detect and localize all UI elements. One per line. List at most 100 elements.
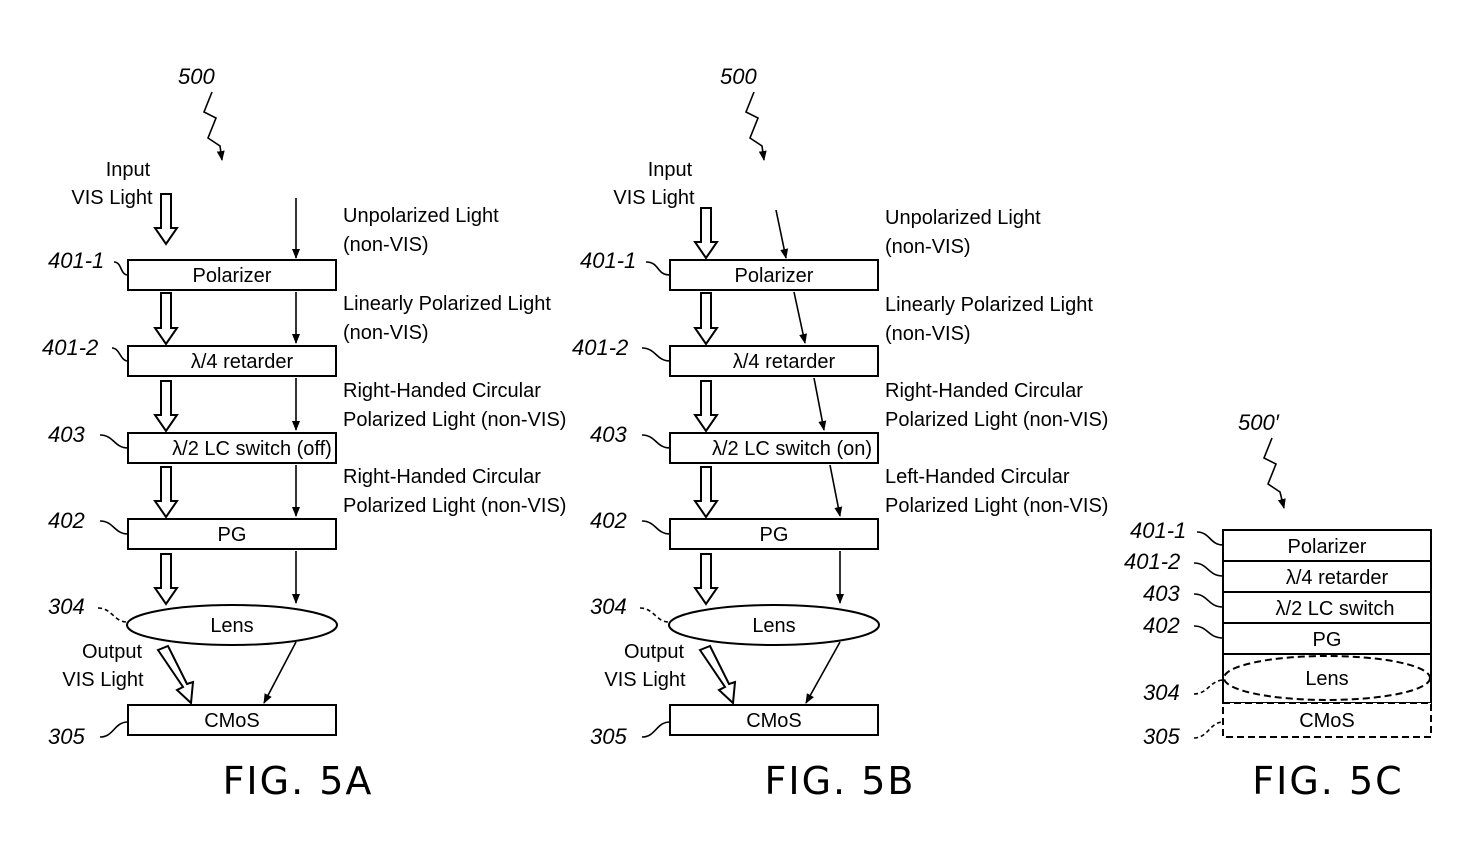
fig-c-ref-number: 500′ [1238, 410, 1280, 435]
fig-b-input-label-1: Input [648, 159, 693, 181]
fig-a-annotation-2-line-2: (non-VIS) [343, 322, 429, 344]
fig-b-vis-arrow-output [698, 644, 737, 706]
fig-b-cmos-box [669, 704, 879, 736]
fig-a-lens-shape [126, 604, 338, 646]
fig-a-leader-cmos [99, 721, 129, 738]
fig-a-annotation-1-line-1: Unpolarized Light [343, 205, 499, 227]
fig-a-vis-arrow-4 [153, 466, 179, 519]
fig-a-ref-lc-switch: 403 [48, 422, 85, 447]
fig-a-annotation-4-line-1: Right-Handed Circular [343, 466, 541, 488]
fig-a-output-label-1: Output [82, 641, 142, 663]
fig-b-polarizer-box [669, 259, 879, 291]
fig-c-cmos-box [1222, 702, 1432, 738]
fig-b-lens-label: Lens [752, 615, 795, 637]
fig-b-retarder-box [669, 345, 879, 377]
fig-b-leader-lens [639, 607, 670, 623]
fig-a-annotation-1-line-2: (non-VIS) [343, 234, 429, 256]
fig-a-retarder-label: λ/4 retarder [191, 351, 294, 373]
fig-a-pg-box [127, 518, 337, 550]
fig-b-cmos-label: CMoS [746, 710, 802, 732]
fig-b-ref-number: 500 [720, 64, 757, 89]
fig-b-nonvis-arrow-6 [805, 641, 841, 704]
fig-a-annotation-3-line-2: Polarized Light (non-VIS) [343, 409, 566, 431]
fig-a-vis-arrow-3 [153, 380, 179, 433]
figure-5c: 500′ Polarizer λ/4 retarder λ/2 LC switc… [1124, 410, 1432, 803]
fig-b-leader-pg [641, 520, 671, 535]
fig-a-lc-switch-label: λ/2 LC switch (off) [172, 438, 332, 460]
fig-c-ref-cmos: 305 [1143, 724, 1180, 749]
fig-a-nonvis-arrow-6 [263, 641, 297, 704]
fig-b-ref-polarizer: 401-1 [580, 248, 636, 273]
fig-c-cmos-label: CMoS [1299, 710, 1355, 732]
fig-b-nonvis-arrow-4 [829, 464, 843, 517]
fig-b-ref-cmos: 305 [590, 724, 627, 749]
fig-a-ref-number: 500 [178, 64, 215, 89]
fig-a-ref-retarder: 401-2 [42, 335, 98, 360]
fig-b-ref-lc-switch: 403 [590, 422, 627, 447]
fig-b-output-label-2: VIS Light [604, 669, 686, 691]
fig-b-vis-arrow-3 [693, 380, 719, 433]
fig-b-annotation-2-line-2: (non-VIS) [885, 323, 971, 345]
fig-c-polarizer-label: Polarizer [1288, 536, 1367, 558]
fig-c-leader-lc-switch [1193, 593, 1224, 608]
fig-a-leader-pg [99, 520, 129, 535]
fig-b-leader-retarder [641, 347, 671, 362]
fig-a-cmos-label: CMoS [204, 710, 260, 732]
fig-a-ref-polarizer: 401-1 [48, 248, 104, 273]
fig-a-polarizer-label: Polarizer [193, 265, 272, 287]
fig-b-input-label-2: VIS Light [613, 187, 695, 209]
fig-a-vis-arrow-5 [153, 553, 179, 606]
fig-c-lens-shape [1223, 655, 1431, 701]
fig-b-lc-switch-box [669, 432, 879, 464]
fig-a-leader-lens [97, 607, 128, 623]
fig-b-lens-shape [668, 604, 880, 646]
fig-a-vis-arrow-1 [153, 193, 179, 246]
fig-b-ref-pg: 402 [590, 508, 627, 533]
fig-b-ref-retarder: 401-2 [572, 335, 628, 360]
fig-a-annotation-2-line-1: Linearly Polarized Light [343, 293, 551, 315]
fig-b-retarder-label: λ/4 retarder [733, 351, 836, 373]
figure-5a: 500 Input VIS Light Unpolarized Light (n… [42, 64, 566, 803]
fig-b-ref-lens: 304 [590, 594, 627, 619]
fig-b-polarizer-label: Polarizer [735, 265, 814, 287]
fig-b-vis-arrow-5 [693, 553, 719, 606]
fig-b-leader-polarizer [645, 261, 671, 276]
fig-a-ref-pointer [202, 91, 225, 161]
fig-b-annotation-1-line-2: (non-VIS) [885, 236, 971, 258]
fig-a-leader-lc-switch [99, 434, 129, 449]
fig-a-annotation-3-line-1: Right-Handed Circular [343, 380, 541, 402]
fig-b-ref-pointer [744, 91, 767, 161]
fig-a-lens-label: Lens [210, 615, 253, 637]
fig-b-caption: FIG. 5B [765, 759, 916, 803]
fig-c-pg-label: PG [1313, 629, 1342, 651]
fig-a-lc-switch-box [127, 432, 337, 464]
fig-a-caption: FIG. 5A [223, 759, 374, 803]
fig-c-lens-label: Lens [1305, 668, 1348, 690]
fig-b-annotation-4-line-1: Left-Handed Circular [885, 466, 1070, 488]
fig-c-leader-pg [1193, 625, 1224, 639]
fig-a-leader-retarder [111, 347, 129, 362]
fig-b-vis-arrow-1 [693, 207, 719, 260]
fig-a-polarizer-box [127, 259, 337, 291]
fig-b-nonvis-arrow-2 [793, 291, 808, 344]
fig-c-leader-polarizer [1196, 531, 1224, 546]
fig-b-vis-arrow-2 [693, 292, 719, 346]
fig-b-annotation-4-line-2: Polarized Light (non-VIS) [885, 495, 1108, 517]
fig-a-ref-lens: 304 [48, 594, 85, 619]
fig-a-input-label-1: Input [106, 159, 151, 181]
fig-a-vis-arrow-output [156, 644, 195, 706]
fig-c-caption: FIG. 5C [1252, 759, 1403, 803]
fig-b-vis-arrow-4 [693, 466, 719, 519]
fig-b-annotation-1-line-1: Unpolarized Light [885, 207, 1041, 229]
fig-b-nonvis-arrow-3 [813, 377, 827, 431]
fig-c-leader-cmos [1193, 721, 1224, 739]
fig-a-input-label-2: VIS Light [71, 187, 153, 209]
fig-b-pg-label: PG [760, 524, 789, 546]
fig-b-leader-lc-switch [641, 434, 671, 449]
fig-b-nonvis-arrow-1 [775, 209, 789, 259]
fig-b-output-label-1: Output [624, 641, 684, 663]
fig-c-ref-polarizer: 401-1 [1130, 518, 1186, 543]
fig-c-ref-pointer [1262, 437, 1286, 509]
fig-a-annotation-4-line-2: Polarized Light (non-VIS) [343, 495, 566, 517]
